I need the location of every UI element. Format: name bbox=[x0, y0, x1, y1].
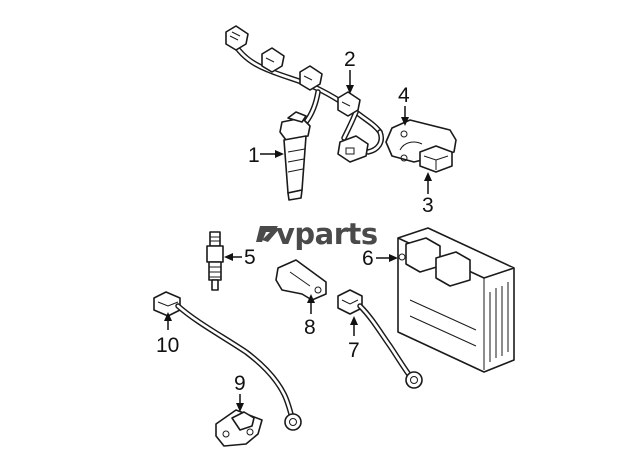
callout-number-4: 4 bbox=[398, 84, 410, 107]
harness-connector-d bbox=[337, 91, 361, 117]
module-connector bbox=[419, 145, 453, 173]
harness-connector-a bbox=[225, 25, 249, 51]
watermark-emblem bbox=[256, 226, 280, 242]
knock-sensor bbox=[337, 289, 423, 389]
callout-number-7: 7 bbox=[348, 339, 360, 362]
callout-number-5: 5 bbox=[244, 246, 256, 269]
callout-4: 4 bbox=[398, 84, 410, 126]
spark-plug bbox=[206, 231, 224, 291]
callout-1: 1 bbox=[248, 144, 284, 167]
callout-number-1: 1 bbox=[248, 144, 260, 167]
callout-5: 5 bbox=[224, 246, 256, 269]
oxygen-sensor bbox=[153, 291, 302, 431]
callout-10: 10 bbox=[156, 312, 179, 357]
watermark-text: vparts bbox=[276, 217, 378, 251]
ignition-coil bbox=[279, 111, 311, 201]
callout-number-10: 10 bbox=[156, 334, 179, 357]
watermark-logo: vparts bbox=[256, 217, 378, 251]
harness-plug-end bbox=[337, 135, 369, 163]
callout-8: 8 bbox=[304, 294, 316, 339]
harness-connector-b bbox=[261, 47, 285, 73]
callout-7: 7 bbox=[348, 316, 360, 362]
ecm bbox=[397, 227, 515, 373]
crankshaft-sensor bbox=[215, 409, 263, 447]
callout-9: 9 bbox=[234, 372, 246, 412]
callout-number-6: 6 bbox=[362, 247, 374, 270]
ignition-harness bbox=[225, 25, 384, 163]
harness-connector-c bbox=[299, 65, 323, 91]
callout-number-9: 9 bbox=[234, 372, 246, 395]
bracket bbox=[275, 259, 327, 301]
callout-number-2: 2 bbox=[344, 48, 356, 71]
callout-3: 3 bbox=[422, 172, 434, 217]
callout-number-3: 3 bbox=[422, 194, 434, 217]
callout-6: 6 bbox=[362, 247, 398, 270]
callout-number-8: 8 bbox=[304, 316, 316, 339]
callout-2: 2 bbox=[344, 48, 356, 94]
